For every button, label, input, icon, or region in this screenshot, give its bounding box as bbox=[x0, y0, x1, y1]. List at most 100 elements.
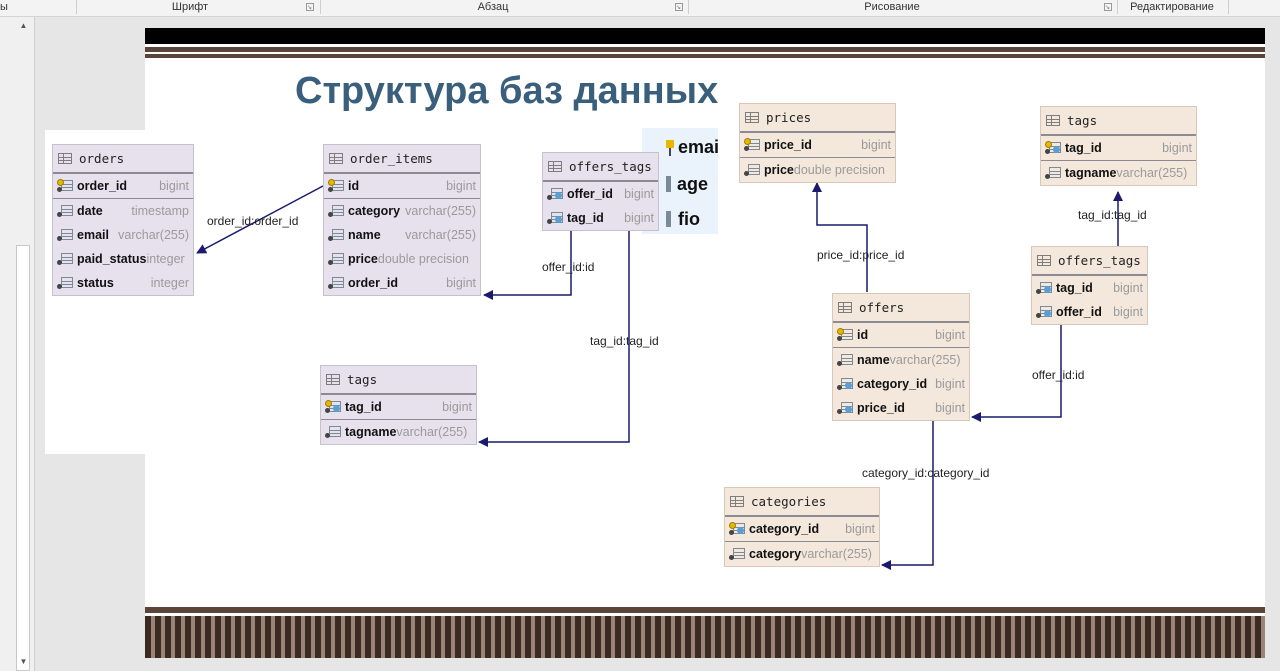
relation-line-offer-id-left bbox=[483, 231, 572, 300]
table-header[interactable]: tags bbox=[321, 366, 476, 395]
column-name: tag_id bbox=[567, 211, 604, 225]
relation-label-tag-id-left: tag_id:tag_id bbox=[590, 334, 659, 348]
table-name: categories bbox=[751, 494, 827, 509]
column-name: category bbox=[749, 547, 802, 561]
table-name: tags bbox=[1067, 113, 1098, 128]
column-type: varchar(255) bbox=[396, 425, 468, 439]
column-type: bigint bbox=[624, 187, 654, 201]
table-header[interactable]: orders bbox=[53, 145, 193, 174]
ribbon-group-labels: ы Шрифт ↘ Абзац ↘ Рисование ↘ Редактиров… bbox=[0, 0, 1280, 17]
table-icon bbox=[326, 374, 340, 385]
foreign-key-icon bbox=[1036, 281, 1053, 295]
ribbon-group-paragraph: Абзац bbox=[477, 1, 509, 13]
column-icon bbox=[328, 252, 345, 266]
column-type: varchar(255) bbox=[405, 228, 476, 242]
column-type: integer bbox=[146, 252, 185, 266]
table-header[interactable]: offers_tags bbox=[543, 153, 658, 182]
table-icon bbox=[329, 153, 343, 164]
pk-row[interactable]: category_id bigint bbox=[725, 517, 879, 542]
column-type: bigint bbox=[442, 400, 472, 414]
column-name: offer_id bbox=[567, 187, 613, 201]
primary-key-icon bbox=[729, 522, 746, 536]
column-icon bbox=[1045, 166, 1062, 180]
column-icon bbox=[837, 353, 854, 367]
column-type: bigint bbox=[159, 179, 189, 193]
column-type: double precision bbox=[793, 163, 885, 177]
column-type: varchar(255) bbox=[405, 204, 476, 218]
table-header[interactable]: categories bbox=[725, 488, 879, 517]
scroll-down-icon[interactable]: ▼ bbox=[19, 657, 28, 666]
table-header[interactable]: order_items bbox=[324, 145, 480, 174]
table-header[interactable]: offers_tags bbox=[1032, 247, 1147, 276]
relation-label-offer-id-left: offer_id:id bbox=[542, 260, 595, 274]
column-name: id bbox=[857, 328, 869, 342]
scroll-up-icon[interactable]: ▲ bbox=[19, 21, 28, 30]
primary-key-icon bbox=[744, 138, 761, 152]
slide-title[interactable]: Структура баз данных bbox=[295, 70, 719, 112]
column-type: bigint bbox=[861, 138, 891, 152]
relation-line-price-id bbox=[812, 182, 868, 292]
column-name: tagname bbox=[345, 425, 397, 439]
column-name: paid_status bbox=[77, 252, 147, 266]
relation-line-category-id bbox=[881, 420, 934, 570]
table-header[interactable]: offers bbox=[833, 294, 969, 323]
table-header[interactable]: prices bbox=[740, 104, 895, 133]
column-type: varchar(255) bbox=[889, 353, 961, 367]
column-name: tagname bbox=[1065, 166, 1117, 180]
ribbon-separator bbox=[76, 0, 77, 14]
ribbon-group-editing: Редактирование bbox=[1130, 1, 1214, 13]
foreign-key-icon bbox=[837, 377, 854, 391]
column-type: varchar(255) bbox=[118, 228, 189, 242]
vertical-scrollbar[interactable]: ▲ ▼ bbox=[15, 17, 32, 671]
partial-row-email: emai bbox=[678, 137, 718, 157]
column-icon bbox=[57, 276, 74, 290]
paragraph-dialog-launcher-icon[interactable]: ↘ bbox=[675, 3, 683, 11]
drawing-dialog-launcher-icon[interactable]: ↘ bbox=[1104, 3, 1112, 11]
column-icon bbox=[57, 228, 74, 242]
relation-line-tag-id-left bbox=[478, 231, 630, 447]
table-header[interactable]: tags bbox=[1041, 107, 1196, 136]
table-name: orders bbox=[79, 151, 125, 166]
column-name: category bbox=[348, 204, 401, 218]
slide-top-stripe bbox=[145, 47, 1265, 52]
column-icon bbox=[328, 204, 345, 218]
column-type: bigint bbox=[1113, 281, 1143, 295]
column-name: category_id bbox=[749, 522, 820, 536]
font-dialog-launcher-icon[interactable]: ↘ bbox=[306, 3, 314, 11]
column-type: bigint bbox=[845, 522, 875, 536]
column-row[interactable]: category varchar(255) bbox=[324, 199, 480, 223]
column-row[interactable]: offer_id bigint bbox=[543, 182, 658, 206]
